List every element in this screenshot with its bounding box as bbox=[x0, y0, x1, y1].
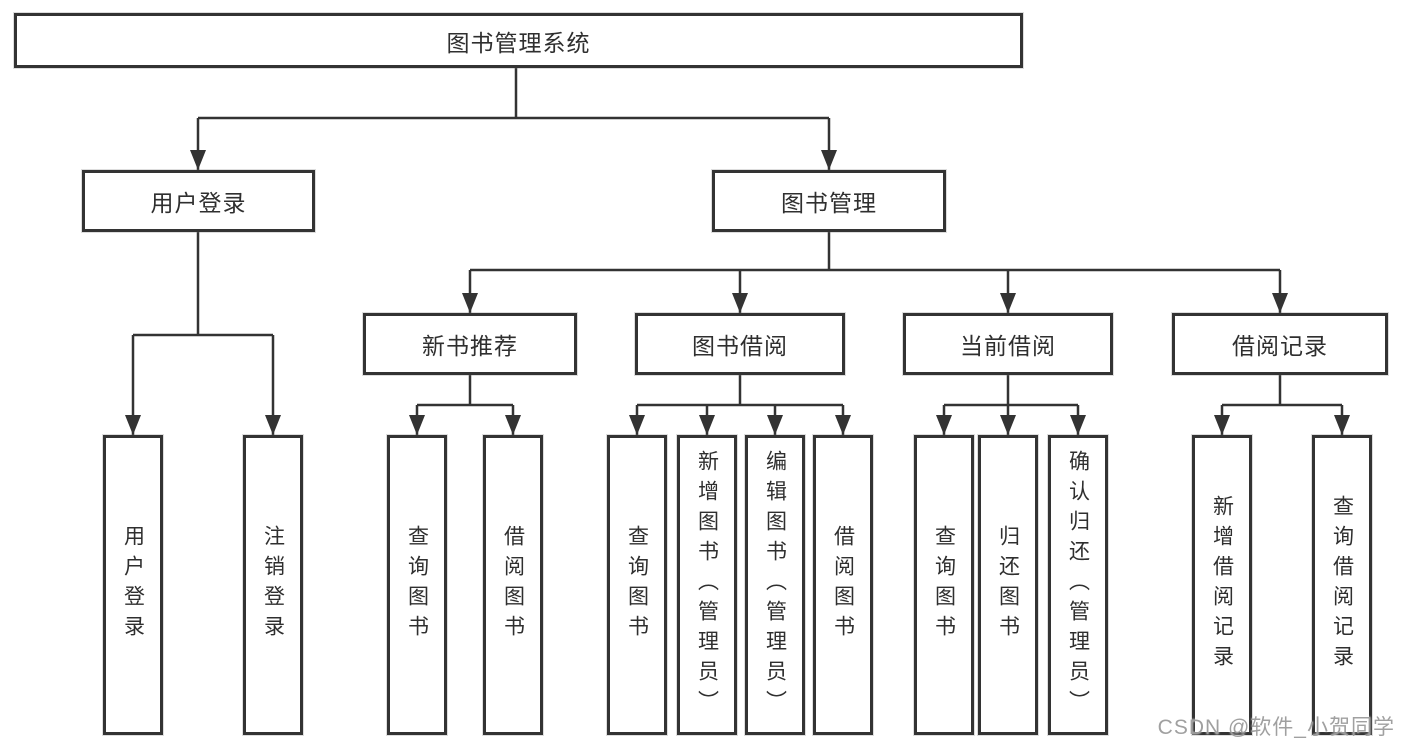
leaf-cb-confirm-return-admin: 确认归还（管理员） bbox=[1048, 435, 1108, 735]
leaf-label: 用户登录 bbox=[121, 525, 145, 645]
node-book-management: 图书管理 bbox=[712, 170, 946, 232]
node-label: 当前借阅 bbox=[960, 333, 1056, 359]
node-book-borrowing: 图书借阅 bbox=[635, 313, 845, 375]
node-label: 图书管理系统 bbox=[446, 29, 591, 56]
node-library-management-system: 图书管理系统 bbox=[14, 13, 1023, 68]
node-current-borrowing: 当前借阅 bbox=[903, 313, 1113, 375]
leaf-rec-borrow-book: 借阅图书 bbox=[483, 435, 543, 735]
leaf-label: 新增借阅记录 bbox=[1210, 495, 1234, 675]
leaf-label: 查询借阅记录 bbox=[1330, 495, 1354, 675]
leaf-logout: 注销登录 bbox=[243, 435, 303, 735]
leaf-br-query-borrow-record: 查询借阅记录 bbox=[1312, 435, 1372, 735]
leaf-bb-query-book: 查询图书 bbox=[607, 435, 667, 735]
leaf-label: 新增图书（管理员） bbox=[695, 450, 719, 720]
leaf-bb-edit-book-admin: 编辑图书（管理员） bbox=[745, 435, 805, 735]
leaf-label: 注销登录 bbox=[261, 525, 285, 645]
leaf-br-add-borrow-record: 新增借阅记录 bbox=[1192, 435, 1252, 735]
leaf-label: 借阅图书 bbox=[831, 525, 855, 645]
leaf-cb-return-book: 归还图书 bbox=[978, 435, 1038, 735]
leaf-label: 借阅图书 bbox=[501, 525, 525, 645]
leaf-label: 确认归还（管理员） bbox=[1066, 450, 1090, 720]
leaf-user-login: 用户登录 bbox=[103, 435, 163, 735]
leaf-bb-borrow-book: 借阅图书 bbox=[813, 435, 873, 735]
leaf-cb-query-book: 查询图书 bbox=[914, 435, 974, 735]
leaf-label: 编辑图书（管理员） bbox=[763, 450, 787, 720]
node-label: 新书推荐 bbox=[422, 333, 518, 359]
node-new-book-recommendation: 新书推荐 bbox=[363, 313, 577, 375]
leaf-label: 查询图书 bbox=[932, 525, 956, 645]
leaf-label: 查询图书 bbox=[625, 525, 649, 645]
leaf-rec-query-book: 查询图书 bbox=[387, 435, 447, 735]
leaf-bb-add-book-admin: 新增图书（管理员） bbox=[677, 435, 737, 735]
node-label: 用户登录 bbox=[150, 190, 247, 216]
leaf-label: 查询图书 bbox=[405, 525, 429, 645]
leaf-label: 归还图书 bbox=[996, 525, 1020, 645]
node-label: 图书借阅 bbox=[692, 333, 788, 359]
node-borrowing-records: 借阅记录 bbox=[1172, 313, 1388, 375]
node-user-login: 用户登录 bbox=[82, 170, 315, 232]
node-label: 图书管理 bbox=[781, 190, 877, 216]
node-label: 借阅记录 bbox=[1232, 333, 1328, 359]
